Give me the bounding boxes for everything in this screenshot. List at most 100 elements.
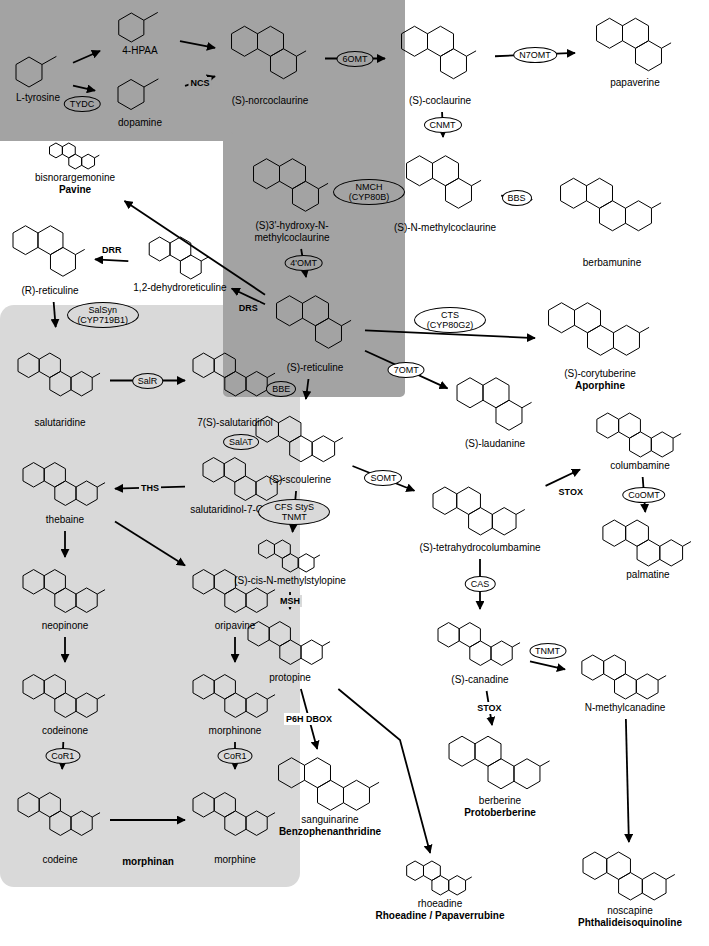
ring-bond bbox=[298, 554, 314, 572]
enzyme-label: CAS bbox=[465, 576, 496, 592]
structure-glyph bbox=[20, 667, 110, 725]
ring-bond bbox=[270, 49, 296, 79]
ring-bond bbox=[23, 675, 44, 699]
ring-bond bbox=[459, 623, 480, 647]
compound-name: rhoeadine bbox=[418, 898, 462, 910]
ring-bond bbox=[193, 570, 214, 594]
compound-name: sanguinarine bbox=[301, 814, 358, 826]
ring-bond bbox=[604, 655, 626, 680]
side-chain-bond bbox=[369, 782, 379, 787]
compound-node: (S)-tetrahydrocolumbamine bbox=[417, 478, 542, 556]
ring-bond bbox=[449, 736, 475, 766]
ring-bond bbox=[615, 674, 637, 699]
ring-bond bbox=[491, 641, 512, 665]
side-chain-bond bbox=[539, 761, 549, 766]
structure-glyph bbox=[245, 537, 335, 575]
side-chain-bond bbox=[267, 695, 275, 699]
compound-name: palmatine bbox=[626, 569, 669, 581]
compound-name: (S)-tetrahydrocolumbamine bbox=[419, 542, 540, 554]
compound-node: L-tyrosine bbox=[6, 50, 70, 106]
side-chain-bond bbox=[267, 373, 275, 377]
reaction-arrow bbox=[95, 259, 128, 261]
reaction-arrow bbox=[73, 86, 95, 91]
ring-bond bbox=[475, 736, 501, 766]
compound-node: (R)-reticuline bbox=[8, 215, 92, 299]
compound-name: noscapine bbox=[607, 905, 653, 917]
ring-bond bbox=[607, 852, 631, 879]
ring-bond bbox=[119, 13, 144, 42]
side-chain-bond bbox=[267, 813, 275, 817]
compound-node: (S)-coclaurine bbox=[388, 8, 492, 109]
ring-bond bbox=[44, 463, 65, 487]
compound-name: codeine bbox=[42, 854, 77, 866]
side-chain-bond bbox=[92, 373, 100, 377]
structure-glyph bbox=[430, 480, 530, 542]
reaction-arrow bbox=[234, 637, 236, 662]
side-chain-bond bbox=[296, 51, 306, 56]
ring-bond bbox=[428, 26, 454, 56]
side-chain-bond bbox=[92, 813, 100, 817]
ring-bond bbox=[583, 852, 607, 879]
compound-node: palmatine bbox=[596, 515, 700, 583]
compound-name: (S)-N-methylcoclaurine bbox=[394, 222, 496, 234]
ring-bond bbox=[315, 318, 341, 348]
compound-name: 4-HPAA bbox=[122, 45, 157, 57]
ring-bond bbox=[39, 793, 60, 817]
side-chain-bond bbox=[318, 183, 328, 188]
ring-bond bbox=[457, 378, 483, 408]
ring-bond bbox=[660, 540, 683, 566]
structure-glyph bbox=[20, 454, 110, 514]
ring-bond bbox=[575, 303, 601, 333]
ring-bond bbox=[488, 759, 514, 789]
alkaloid-class: Phthalideisoquinoline bbox=[578, 917, 682, 929]
reaction-arrow bbox=[546, 469, 580, 485]
reaction-arrow bbox=[365, 351, 448, 389]
compound-name: 1,2-dehydroreticuline bbox=[133, 282, 226, 294]
compound-name: (R)-reticuline bbox=[21, 285, 78, 297]
ring-bond bbox=[193, 793, 214, 817]
compound-name: codeinone bbox=[42, 725, 88, 737]
ring-bond bbox=[280, 159, 306, 189]
compound-name: thebaine bbox=[46, 514, 84, 526]
side-chain-bond bbox=[267, 590, 275, 594]
ring-bond bbox=[203, 458, 224, 482]
enzyme-label: CoOMT bbox=[622, 487, 666, 503]
structure-glyph bbox=[453, 370, 538, 438]
structure-glyph bbox=[100, 72, 180, 117]
compound-node: (S)-reticuline bbox=[268, 280, 362, 376]
ring-bond bbox=[225, 371, 246, 395]
structure-glyph bbox=[580, 12, 690, 77]
ring-bond bbox=[292, 181, 318, 211]
structure-glyph bbox=[540, 290, 660, 368]
enzyme-label: STOX bbox=[557, 486, 585, 498]
reaction-arrow bbox=[64, 531, 66, 557]
structure-glyph bbox=[270, 282, 360, 362]
ring-bond bbox=[301, 640, 322, 664]
ring-bond bbox=[613, 325, 639, 355]
compound-node: (S)-cis-N-methylstylopine bbox=[232, 535, 348, 589]
compound-node: codeine bbox=[13, 772, 107, 868]
enzyme-label: P6H DBOX bbox=[284, 713, 334, 725]
ring-bond bbox=[495, 400, 521, 430]
ring-bond bbox=[214, 675, 235, 699]
ring-bond bbox=[76, 588, 97, 612]
ring-bond bbox=[513, 759, 539, 789]
ring-bond bbox=[71, 811, 92, 835]
ring-bond bbox=[118, 80, 144, 110]
ring-bond bbox=[343, 780, 369, 810]
compound-node: (S)-canadine bbox=[433, 612, 527, 688]
compound-name: dopamine bbox=[118, 117, 162, 129]
ring-bond bbox=[483, 378, 509, 408]
ring-bond bbox=[214, 353, 235, 377]
ring-bond bbox=[246, 811, 267, 835]
ring-bond bbox=[630, 432, 652, 457]
reaction-arrow bbox=[115, 521, 185, 565]
reaction-arrow bbox=[110, 819, 185, 821]
compound-node: (S)-N-methylcoclaurine bbox=[392, 140, 498, 236]
ring-bond bbox=[254, 159, 280, 189]
side-chain-bond bbox=[512, 643, 520, 647]
ring-bond bbox=[625, 201, 651, 231]
compound-node: 4-HPAA bbox=[103, 8, 177, 59]
side-chain-bond bbox=[42, 56, 56, 64]
